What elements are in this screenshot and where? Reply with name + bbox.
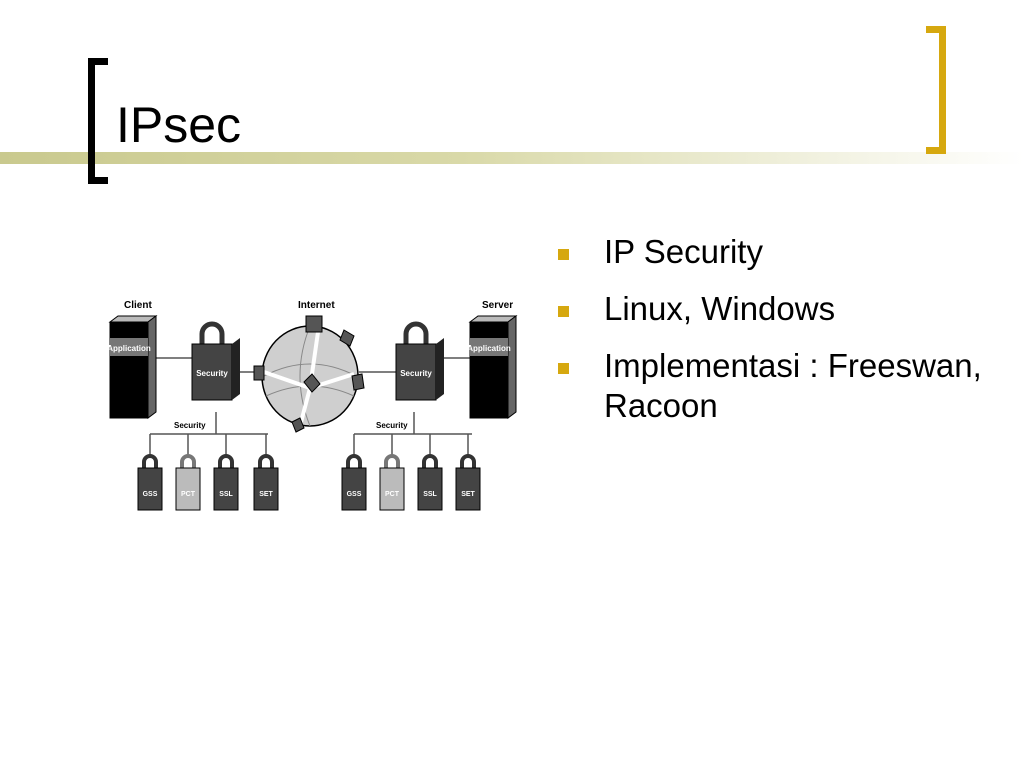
client-security-lock-icon: Security — [191, 321, 240, 401]
pct-label: PCT — [181, 491, 196, 498]
pct-lock-icon: PCT — [175, 454, 201, 511]
bullet-text: Linux, Windows — [604, 290, 836, 327]
ssl-label: SSL — [423, 491, 437, 498]
ssl-label: SSL — [219, 491, 233, 498]
title-underline-bar — [0, 152, 1024, 164]
bullet-text: Implementasi : Freeswan, Racoon — [604, 347, 982, 424]
bullet-square-icon — [558, 363, 569, 374]
bullet-square-icon — [558, 249, 569, 260]
ssl-lock-icon: SSL — [213, 454, 239, 511]
gss-label: GSS — [143, 491, 158, 498]
set-lock-icon: SET — [455, 454, 481, 511]
set-label: SET — [259, 491, 273, 498]
bullet-square-icon — [558, 306, 569, 317]
left-bracket-decoration — [88, 58, 108, 184]
gss-lock-icon: GSS — [341, 454, 367, 511]
set-lock-icon: SET — [253, 454, 279, 511]
server-label: Server — [482, 300, 513, 311]
client-label: Client — [124, 300, 152, 311]
server-protocol-locks: GSS PCT SSL SET — [341, 454, 481, 511]
internet-label: Internet — [298, 300, 335, 311]
gss-lock-icon: GSS — [137, 454, 163, 511]
connector-lines — [149, 357, 472, 457]
gss-label: GSS — [347, 491, 362, 498]
bullet-item: IP Security — [556, 232, 996, 272]
bullet-item: Implementasi : Freeswan, Racoon — [556, 346, 996, 426]
bullet-item: Linux, Windows — [556, 289, 996, 329]
ssl-lock-icon: SSL — [417, 454, 443, 511]
server-security-sublabel: Security — [376, 421, 408, 430]
bullet-list: IP Security Linux, Windows Implementasi … — [556, 232, 996, 443]
slide-title: IPsec — [116, 97, 242, 153]
right-bracket-decoration — [926, 26, 946, 154]
client-security-label: Security — [196, 369, 228, 378]
server-security-lock-icon: Security — [395, 321, 444, 401]
internet-globe-icon — [253, 315, 365, 433]
server-application-box: Application — [467, 315, 518, 419]
client-application-label: Application — [107, 344, 151, 353]
client-application-box: Application — [107, 315, 158, 419]
set-label: SET — [461, 491, 475, 498]
pct-lock-icon: PCT — [379, 454, 405, 511]
server-security-label: Security — [400, 369, 432, 378]
pct-label: PCT — [385, 491, 400, 498]
client-security-sublabel: Security — [174, 421, 206, 430]
server-application-label: Application — [467, 344, 511, 353]
ipsec-diagram: Client Internet Server Application Appli… — [107, 300, 518, 511]
client-protocol-locks: GSS PCT SSL SET — [137, 454, 279, 511]
bullet-text: IP Security — [604, 233, 763, 270]
